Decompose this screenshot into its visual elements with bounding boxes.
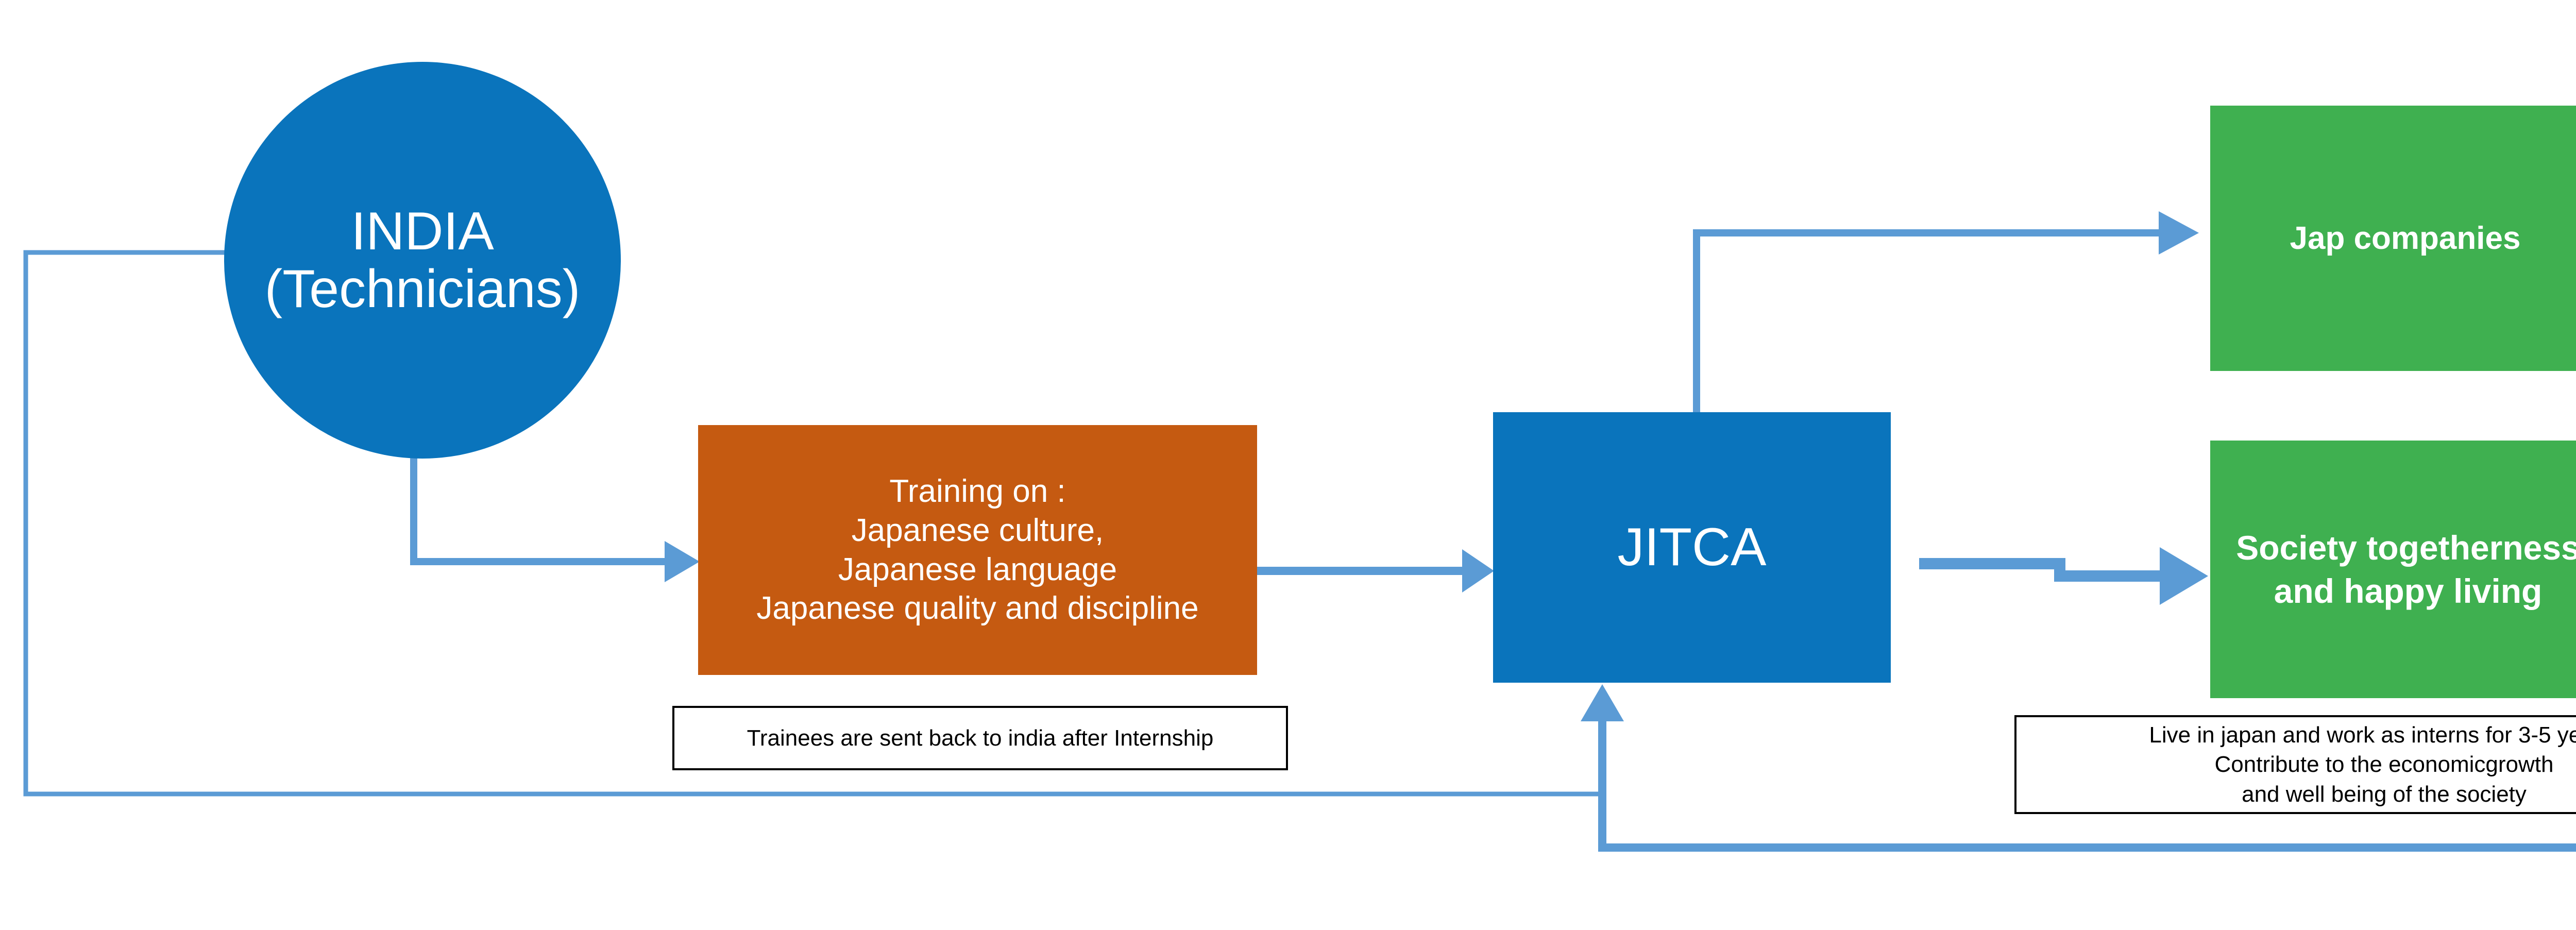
training-line-4: Japanese quality and discipline [756, 590, 1199, 627]
india-line-2: (Technicians) [264, 259, 581, 319]
caption-trainees-return[interactable]: Trainees are sent back to india after In… [672, 706, 1288, 770]
node-training[interactable]: Training on : Japanese culture, Japanese… [698, 425, 1257, 675]
connector-jitca-to-society [1919, 547, 2208, 605]
india-line-1: INDIA [351, 201, 494, 261]
training-line-2: Japanese culture, [851, 512, 1104, 548]
connector-training-to-jitca [1257, 549, 1494, 593]
caption-live-in-japan-line-3: and well being of the society [2242, 781, 2527, 807]
caption-live-in-japan-line-2: Contribute to the economicgrowth [2214, 752, 2554, 777]
society-line-2: and happy living [2274, 572, 2543, 610]
caption-trainees-return-text: Trainees are sent back to india after In… [747, 725, 1214, 751]
node-society[interactable]: Society togetherness and happy living [2210, 441, 2576, 698]
jap-companies-label: Jap companies [2290, 221, 2521, 256]
training-line-1: Training on : [889, 474, 1066, 510]
jitca-label: JITCA [1617, 517, 1767, 577]
connector-right-bus-to-jitca-return [1581, 684, 2576, 852]
training-line-3: Japanese language [838, 551, 1117, 587]
society-line-1: Society togetherness [2236, 528, 2576, 567]
node-india[interactable]: INDIA (Technicians) [224, 62, 621, 459]
node-jitca[interactable]: JITCA [1493, 412, 1891, 683]
caption-live-in-japan[interactable]: Live in japan and work as interns for 3-… [2014, 715, 2576, 814]
node-jap-companies[interactable]: Jap companies [2210, 106, 2576, 371]
connector-india-to-training [410, 458, 700, 582]
connector-jitca-to-jap-companies [1693, 211, 2199, 412]
caption-live-in-japan-line-1: Live in japan and work as interns for 3-… [2149, 722, 2576, 748]
